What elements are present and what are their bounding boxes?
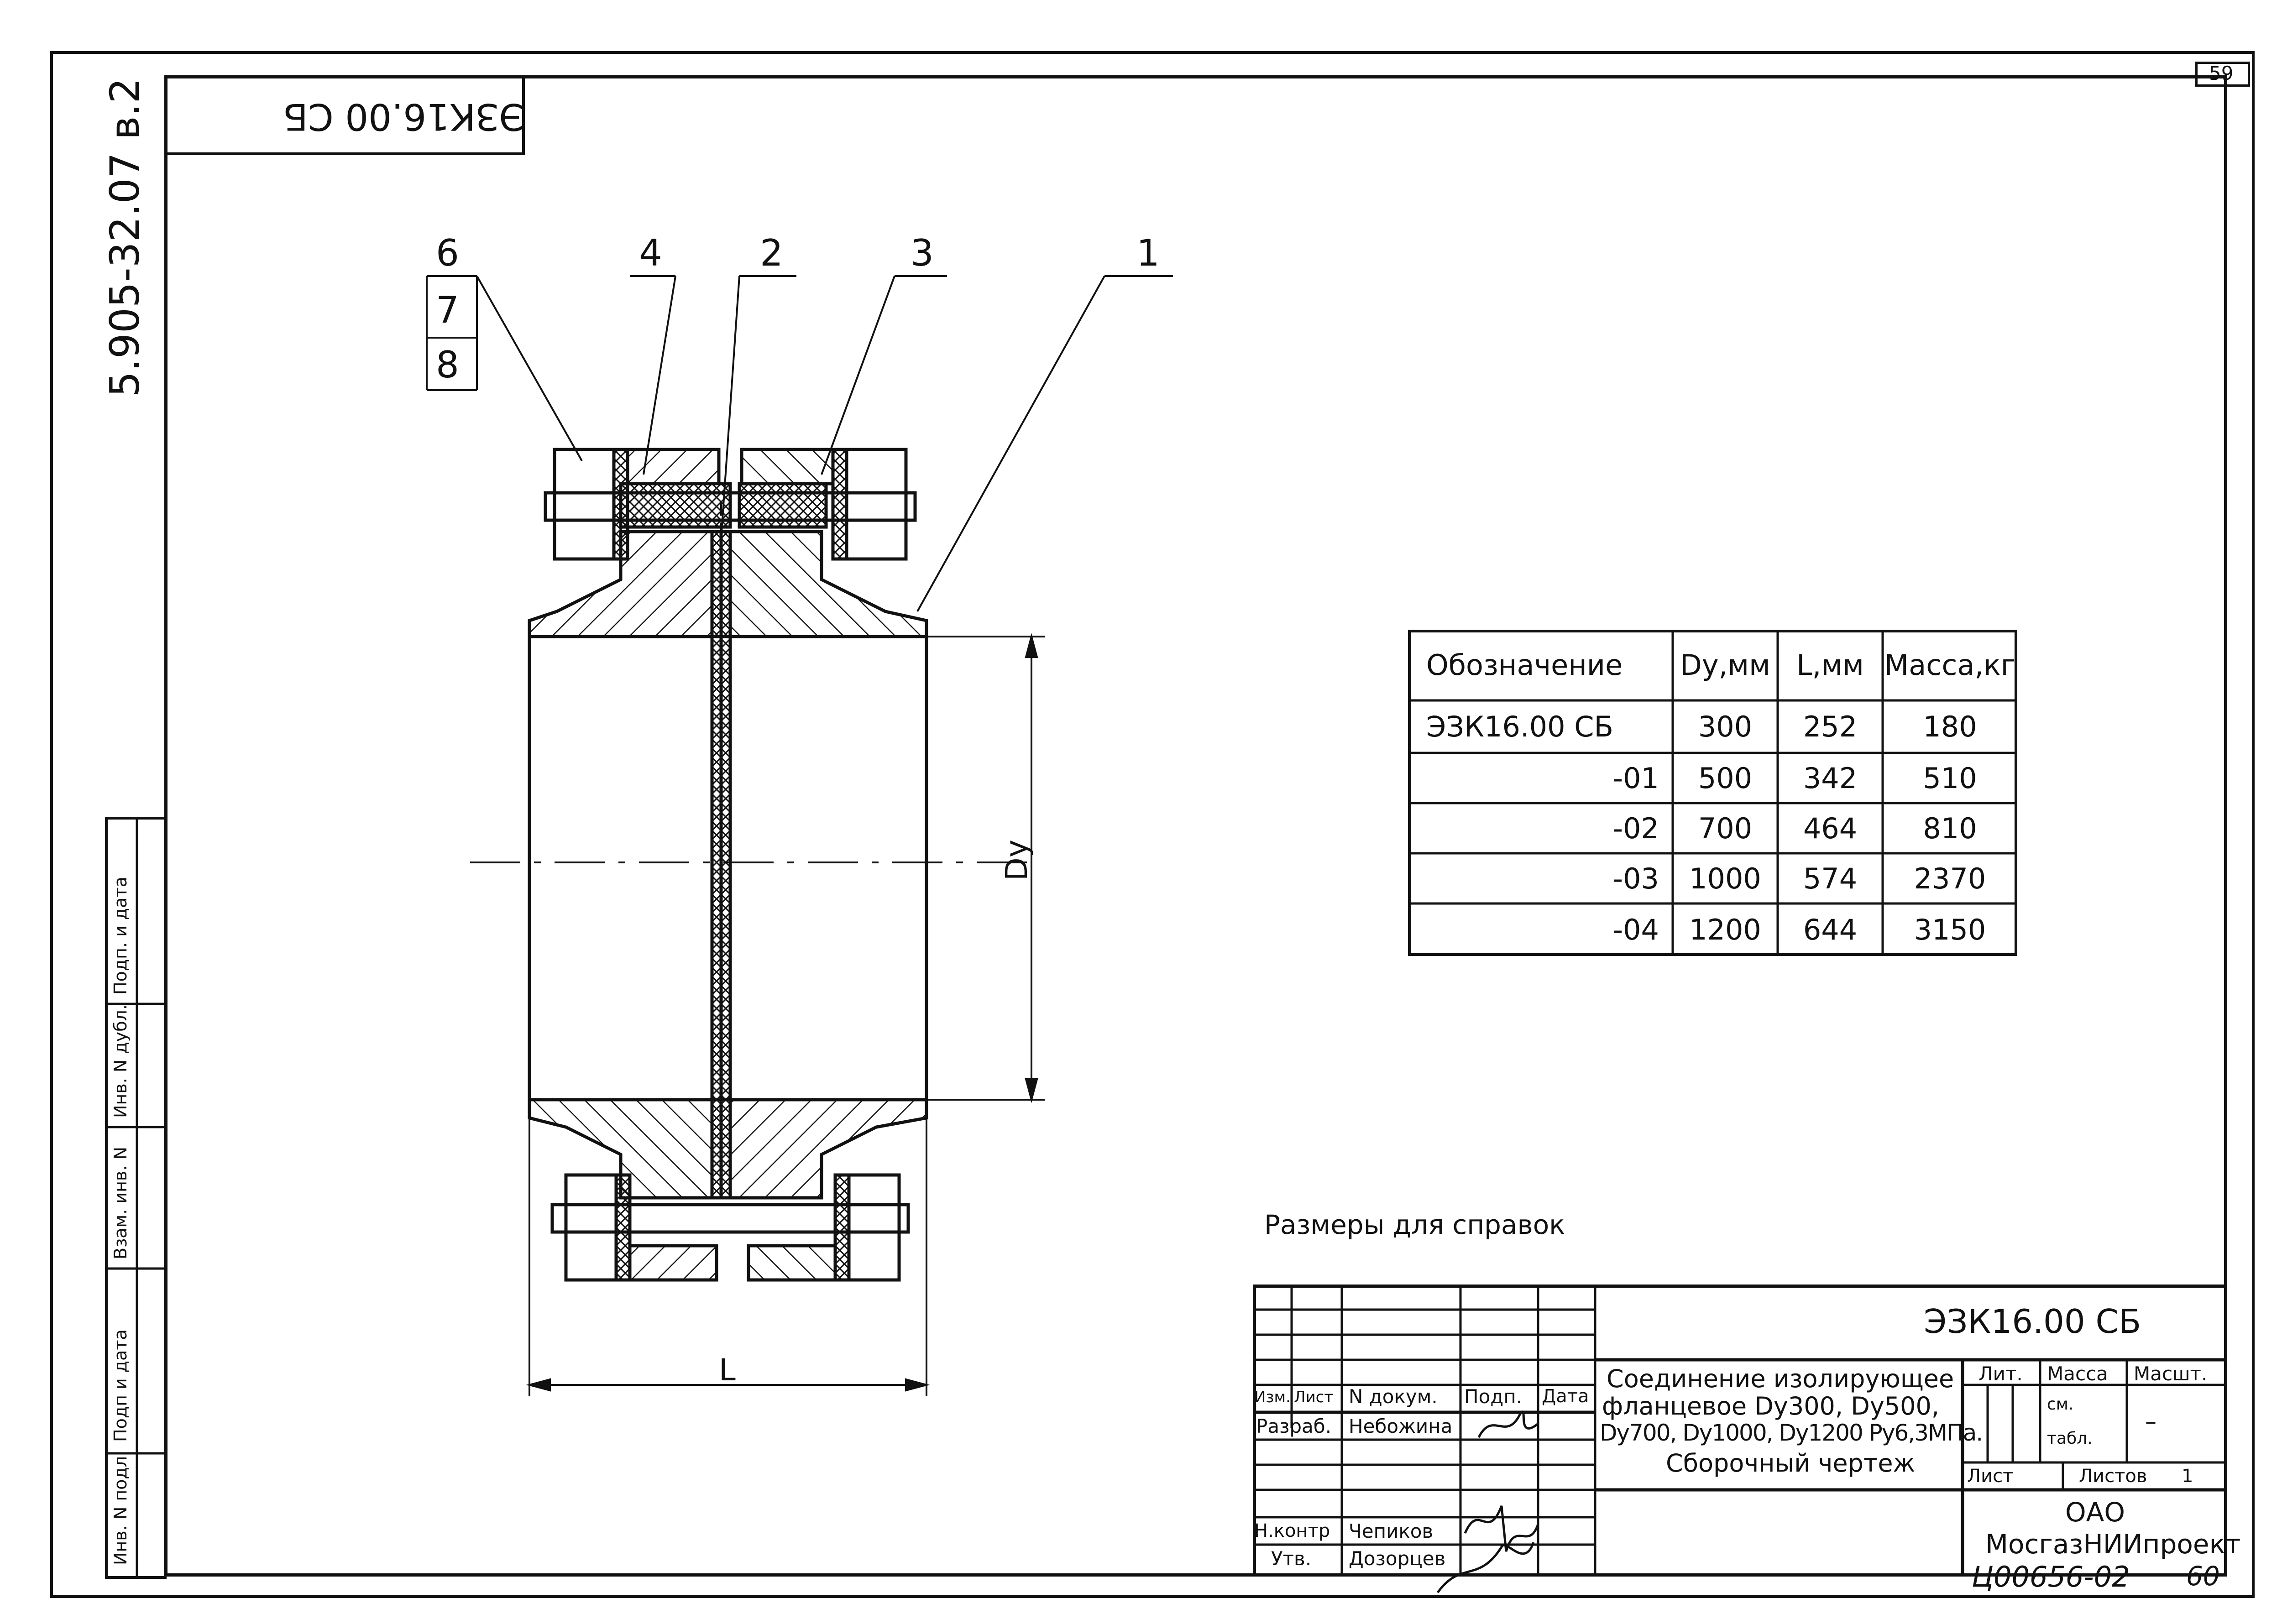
callout-4: 4 <box>639 232 662 274</box>
table-row-3-designation: -03 <box>1612 862 1659 895</box>
lower-stud <box>550 1203 910 1234</box>
table-row-4-dy: 1200 <box>1689 913 1761 946</box>
callout-1: 1 <box>1136 232 1160 274</box>
upper-right-nut <box>845 448 908 561</box>
table-row-4-designation: -04 <box>1612 913 1659 946</box>
utv-name: Дозорцев <box>1349 1547 1446 1570</box>
table-row-1-l: 342 <box>1803 761 1858 795</box>
rotated-code-box <box>164 75 525 155</box>
outer-sheet-border <box>50 51 2255 1598</box>
massa-label: Масса <box>2047 1363 2108 1385</box>
title-name-line-1: Соединение изолирующее <box>1607 1364 1954 1393</box>
table-row-1-designation: -01 <box>1612 761 1659 795</box>
table-header-l: L,мм <box>1796 648 1864 682</box>
table-row-0-dy: 300 <box>1698 710 1753 743</box>
callout-8: 8 <box>436 344 459 386</box>
table-row-1-dy: 500 <box>1698 761 1753 795</box>
callout-6: 6 <box>436 232 459 274</box>
hdr-ndoc: N докум. <box>1349 1385 1438 1408</box>
table-row-3-mass: 2370 <box>1914 862 1986 895</box>
signature-nkontr <box>1464 1505 1539 1552</box>
spec-table <box>1408 630 2017 956</box>
table-row-1-mass: 510 <box>1923 761 1977 795</box>
table-row-3-l: 574 <box>1803 862 1858 895</box>
massa-value-2: табл. <box>2047 1429 2093 1448</box>
handwritten-number: 60 <box>2186 1561 2220 1592</box>
lower-left-sleeve <box>628 1244 718 1282</box>
masht-value: – <box>2145 1408 2156 1435</box>
table-row-2-designation: -02 <box>1612 811 1659 845</box>
table-row-2-l: 464 <box>1803 811 1858 845</box>
upper-left-sleeve <box>626 448 721 486</box>
lower-right-nut <box>847 1173 901 1282</box>
table-row-0-l: 252 <box>1803 710 1858 743</box>
org-line-1: ОАО <box>2065 1497 2125 1528</box>
signature-razrab <box>1477 1410 1539 1438</box>
upper-right-flange <box>728 530 928 638</box>
dim-l-label: L <box>719 1352 736 1388</box>
nkontr-role: Н.контр <box>1254 1520 1330 1541</box>
title-block <box>1253 1285 2227 1577</box>
table-row-0-mass: 180 <box>1923 710 1977 743</box>
list-label: Лист <box>1967 1466 2014 1487</box>
hdr-podp: Подп. <box>1464 1385 1523 1408</box>
table-row-4-mass: 3150 <box>1914 913 1986 946</box>
listov-label: Листов <box>2079 1466 2147 1487</box>
callout-3: 3 <box>911 232 934 274</box>
lit-label: Лит. <box>1978 1363 2023 1385</box>
page-number-box <box>2195 62 2250 87</box>
reference-note: Размеры для справок <box>1264 1209 1565 1240</box>
razrab-name: Небожина <box>1349 1415 1453 1437</box>
utv-role: Утв. <box>1271 1547 1312 1570</box>
callout-7: 7 <box>436 289 459 331</box>
title-name-line-4: Сборочный чертеж <box>1666 1449 1916 1478</box>
hdr-list: Лист <box>1294 1388 1334 1406</box>
listov-value: 1 <box>2182 1466 2193 1487</box>
table-header-dy: Dy,мм <box>1680 648 1770 682</box>
masht-label: Масшт. <box>2134 1363 2208 1385</box>
callout-2: 2 <box>760 232 783 274</box>
handwritten-code: Ц00656-02 <box>1972 1560 2130 1593</box>
title-name-line-2: фланцевое Dy300, Dy500, <box>1602 1392 1940 1420</box>
hdr-data: Дата <box>1542 1386 1589 1407</box>
table-header-mass: Масса,кг <box>1884 648 2016 682</box>
table-row-2-dy: 700 <box>1698 811 1753 845</box>
massa-value-1: см. <box>2047 1395 2074 1414</box>
signature-utv <box>1436 1542 1535 1593</box>
title-name-line-3: Dy700, Dy1000, Dy1200 Py6,3МПа. <box>1600 1420 1983 1446</box>
lower-left-washer <box>614 1173 632 1282</box>
title-code: ЭЗК16.00 СБ <box>1924 1302 2141 1341</box>
page-number: 59 <box>2209 62 2234 84</box>
table-row-2-mass: 810 <box>1923 811 1977 845</box>
table-row-4-l: 644 <box>1803 913 1858 946</box>
table-row-0-designation: ЭЗК16.00 СБ <box>1426 710 1614 743</box>
lower-right-sleeve <box>747 1244 837 1282</box>
upper-right-washer <box>831 448 848 561</box>
table-row-3-dy: 1000 <box>1689 862 1761 895</box>
razrab-role: Разраб. <box>1256 1415 1332 1437</box>
hdr-izm: Изм. <box>1254 1388 1291 1406</box>
table-header-designation: Обозначение <box>1426 648 1623 682</box>
org-line-2: МосгазНИИпроект <box>1985 1529 2241 1560</box>
nkontr-name: Чепиков <box>1349 1520 1434 1542</box>
